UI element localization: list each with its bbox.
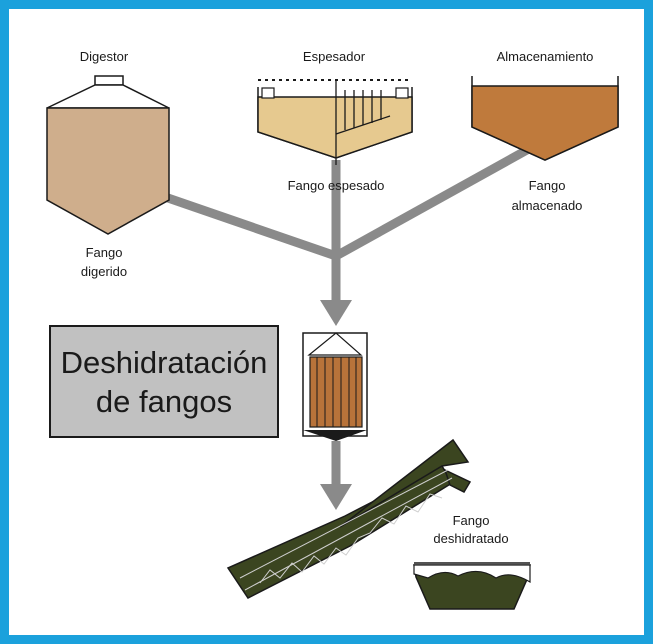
label-fango-almacenado-2: almacenado: [512, 198, 583, 213]
arrow-down-icon: [320, 484, 352, 510]
label-digestor: Digestor: [80, 49, 129, 64]
label-fango-espesado: Fango espesado: [288, 178, 385, 193]
title-line-1: Deshidratación: [61, 345, 268, 380]
flow-line-almacenamiento: [333, 136, 548, 260]
digestor-icon: [46, 75, 170, 235]
thickener-icon: [257, 79, 413, 165]
filter-press-icon: [302, 332, 368, 441]
bin-icon: [413, 562, 531, 610]
label-fango-deshidratado-2: deshidratado: [433, 531, 508, 546]
screw-conveyor-icon: [226, 438, 472, 599]
label-almacenamiento: Almacenamiento: [497, 49, 594, 64]
label-fango-deshidratado-1: Fango: [453, 513, 490, 528]
label-espesador: Espesador: [303, 49, 366, 64]
title-box: Deshidratación de fangos: [49, 325, 279, 438]
storage-tank-icon: [471, 76, 619, 161]
label-fango-almacenado-1: Fango: [529, 178, 566, 193]
arrow-down-icon: [320, 300, 352, 326]
label-fango-digerido-2: digerido: [81, 264, 127, 279]
label-fango-digerido-1: Fango: [86, 245, 123, 260]
title-line-2: de fangos: [96, 384, 232, 419]
